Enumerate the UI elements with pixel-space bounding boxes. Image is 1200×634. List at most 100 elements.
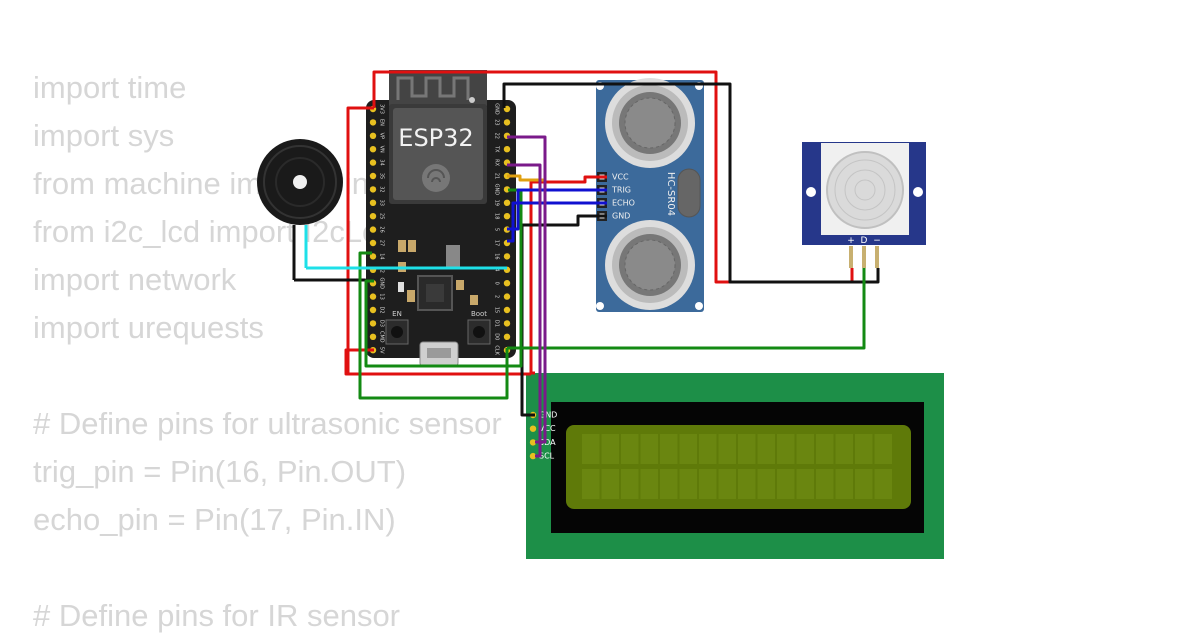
header-pin[interactable] — [369, 119, 377, 126]
lcd-char-cell — [621, 434, 639, 464]
wire-red-vcc-top — [372, 70, 854, 284]
pin-label: 2 — [494, 295, 500, 298]
pir-pin-leg[interactable] — [862, 246, 866, 268]
pin-label: 32 — [379, 186, 385, 192]
lcd-char-cell — [796, 469, 814, 499]
header-pin[interactable] — [503, 253, 511, 260]
pin-label: 17 — [494, 240, 500, 246]
header-pin[interactable] — [503, 306, 511, 314]
pin-label: D0 — [494, 333, 500, 340]
lcd-char-cell — [816, 434, 834, 464]
lcd-char-cell — [679, 469, 697, 499]
lcd-char-cell — [757, 469, 775, 499]
wire-black-hcsr-gnd — [520, 214, 607, 417]
header-pin[interactable] — [529, 439, 537, 446]
pin-label: 14 — [379, 253, 385, 259]
pin-label: TX — [494, 145, 500, 153]
hcsr04-sensor[interactable]: HC-SR04 VCC TRIG ECHO GND — [596, 78, 704, 312]
pin-label: TRIG — [611, 186, 631, 195]
header-pin[interactable] — [369, 132, 377, 139]
pir-pin-leg[interactable] — [875, 246, 879, 268]
pir-pin-leg[interactable] — [849, 246, 853, 268]
header-pin[interactable] — [503, 199, 511, 206]
code-line: # Define pins for IR sensor — [33, 598, 401, 633]
pin-label: 18 — [494, 213, 500, 219]
header-pin[interactable] — [529, 425, 537, 432]
pin-label: 0 — [494, 282, 500, 285]
header-pin[interactable] — [369, 186, 377, 193]
header-pin[interactable] — [369, 306, 377, 314]
header-pin[interactable] — [503, 146, 511, 153]
wire-orange-21 — [507, 174, 545, 182]
header-pin[interactable] — [503, 119, 511, 126]
hcsr04-label: HC-SR04 — [665, 172, 676, 216]
pin-label: D3 — [379, 320, 385, 327]
boot-button[interactable] — [467, 319, 491, 345]
pin-label: − — [873, 236, 881, 246]
lcd-char-cell — [601, 434, 619, 464]
lcd-char-cell — [718, 469, 736, 499]
header-pin[interactable] — [369, 172, 377, 180]
header-pin[interactable] — [369, 320, 377, 327]
header-pin[interactable] — [529, 452, 537, 460]
lcd-char-cell — [777, 434, 795, 464]
en-button[interactable] — [385, 319, 409, 345]
pin-label: 27 — [379, 240, 385, 246]
header-pin[interactable] — [369, 199, 377, 206]
pir-header: +D− — [847, 236, 881, 268]
lcd-char-cell — [738, 469, 756, 499]
pin-label: 13 — [379, 293, 385, 299]
lcd-char-cell — [640, 469, 658, 499]
header-pin[interactable] — [369, 159, 377, 166]
pin-label: EN — [379, 119, 385, 126]
pin-label: 19 — [494, 200, 500, 206]
pir-sensor[interactable]: +D− — [802, 142, 926, 268]
code-line: # Define pins for ultrasonic sensor — [33, 406, 502, 441]
header-pin[interactable] — [369, 333, 377, 340]
lcd-char-cell — [777, 469, 795, 499]
header-pin[interactable] — [503, 333, 511, 340]
lcd-char-cell — [874, 434, 892, 464]
lcd-char-cell — [874, 469, 892, 499]
lcd-char-cell — [796, 434, 814, 464]
pin-label: 4 — [494, 268, 500, 271]
pin-label: 35 — [379, 173, 385, 179]
header-pin[interactable] — [369, 226, 377, 233]
lcd-char-cell — [601, 469, 619, 499]
header-pin[interactable] — [369, 213, 377, 220]
pin-label: ECHO — [612, 199, 635, 208]
header-pin[interactable] — [369, 253, 377, 260]
header-pin[interactable] — [369, 239, 377, 247]
pin-label: D — [861, 236, 868, 246]
code-line: trig_pin = Pin(16, Pin.OUT) — [33, 454, 407, 489]
pin-label: 16 — [494, 253, 500, 259]
pin-label: 15 — [494, 307, 500, 313]
pin-label: 26 — [379, 226, 385, 232]
lcd-char-cell — [660, 469, 678, 499]
pin-label: 3V3 — [379, 104, 385, 114]
code-line: import network — [33, 262, 237, 297]
pin-label: GND — [612, 212, 630, 221]
pin-label: CMD — [379, 331, 385, 343]
buzzer[interactable] — [257, 139, 343, 280]
header-pin[interactable] — [503, 293, 511, 300]
en-button-label: EN — [392, 310, 402, 318]
header-pin[interactable] — [503, 320, 511, 327]
header-pin[interactable] — [369, 293, 377, 300]
lcd-char-cell — [738, 434, 756, 464]
pin-label: 5 — [494, 228, 500, 231]
lcd-char-cell — [835, 434, 853, 464]
lcd-char-cell — [699, 434, 717, 464]
lcd-char-cell — [757, 434, 775, 464]
wire-green-pir-out — [507, 268, 866, 350]
header-pin[interactable] — [503, 280, 511, 287]
header-pin[interactable] — [503, 213, 511, 220]
ultrasonic-transducer-top — [605, 78, 695, 168]
pin-label: VCC — [612, 173, 629, 182]
esp32-board[interactable]: ESP32 EN Boot 3V3ENVPVN34353233252627141… — [366, 70, 516, 367]
pir-dome — [826, 151, 904, 229]
lcd-char-cell — [660, 434, 678, 464]
header-pin[interactable] — [369, 146, 377, 153]
